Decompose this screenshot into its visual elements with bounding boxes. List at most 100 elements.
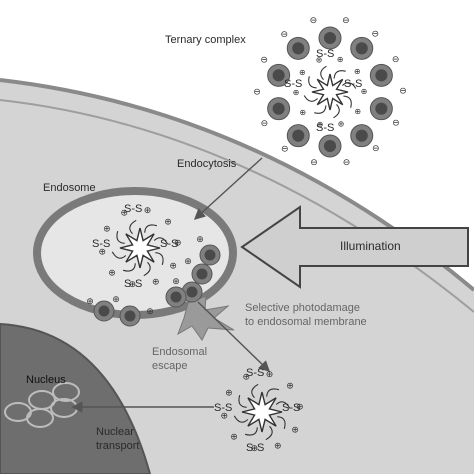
- plus-charge: ⊕: [299, 68, 306, 77]
- plus-charge: ⊕: [225, 388, 233, 398]
- illumination-arrow: [240, 205, 469, 289]
- plus-charge: ⊕: [98, 247, 106, 257]
- disulfide-label: S-S: [246, 442, 265, 454]
- minus-charge: ⊖: [260, 56, 268, 66]
- nanoparticle-core: [323, 139, 337, 153]
- disulfide-label: S-S: [92, 238, 111, 250]
- nanoparticle-core: [186, 286, 198, 298]
- polymer-strand: [265, 425, 273, 441]
- polymer-strand: [155, 252, 164, 266]
- polymer-strand: [303, 95, 318, 102]
- plus-charge: ⊕: [169, 262, 177, 272]
- polymer-strand: [308, 76, 317, 89]
- illumination-label: Illumination: [340, 239, 401, 253]
- polymer-strand: [314, 105, 327, 114]
- ternary-complex-label: Ternary complex: [165, 34, 246, 46]
- disulfide-label: S-S: [246, 367, 265, 379]
- polymer-strand: [122, 263, 136, 272]
- endosomal-escape-label-line1: Endosomal: [152, 346, 208, 358]
- disulfide-label: S-S: [316, 122, 335, 134]
- plus-charge: ⊕: [164, 217, 172, 227]
- nanoparticle-core: [196, 268, 208, 280]
- nanoparticle-core: [292, 42, 305, 55]
- plus-charge: ⊕: [184, 257, 192, 267]
- polymer-strand: [277, 416, 286, 430]
- polymer-strand: [129, 219, 137, 235]
- selective-photodamage-label-line2: to endosomal membrane: [245, 316, 367, 328]
- plus-charge: ⊕: [316, 55, 323, 64]
- disulfide-label: S-S: [124, 203, 143, 215]
- dna-chain: [4, 382, 80, 428]
- plus-charge: ⊕: [146, 307, 154, 317]
- plus-charge: ⊕: [242, 372, 250, 382]
- minus-charge: ⊖: [310, 158, 318, 168]
- minus-charge: ⊖: [280, 30, 288, 40]
- polymer-strand: [333, 104, 340, 119]
- plus-charge: ⊕: [108, 269, 116, 279]
- polymer-strand: [233, 415, 249, 423]
- polymer-strand: [153, 237, 169, 245]
- minus-charge: ⊖: [392, 55, 400, 65]
- endocytosis-arrow: [193, 157, 263, 220]
- nanoparticle-core: [98, 305, 110, 317]
- minus-charge: ⊖: [372, 144, 380, 154]
- disulfide-label: S-S: [160, 238, 179, 250]
- disulfide-label: S-S: [124, 278, 143, 290]
- minus-charge: ⊖: [399, 87, 407, 97]
- nuclear-transport-label-line2: transport: [96, 440, 140, 452]
- minus-charge: ⊖: [371, 30, 379, 40]
- plus-charge: ⊕: [296, 403, 304, 413]
- endocytosis-label: Endocytosis: [177, 158, 237, 170]
- plus-charge: ⊕: [172, 277, 180, 287]
- nuclear-transport-label-line1: Nuclear: [96, 426, 134, 438]
- plus-charge: ⊕: [220, 411, 228, 421]
- endosome-label: Endosome: [43, 182, 96, 194]
- plus-charge: ⊕: [144, 206, 152, 216]
- escaped-complex: ⊕⊕⊕⊕⊕⊕⊕⊕⊕⊕: [220, 370, 303, 454]
- plus-charge: ⊕: [86, 297, 94, 307]
- nanoparticle-core: [375, 102, 388, 115]
- polymer-strand: [342, 82, 357, 89]
- nanoparticle-core: [292, 129, 305, 142]
- polymer-core: [311, 73, 349, 111]
- cell-cytoplasm: [0, 80, 474, 474]
- minus-charge: ⊖: [343, 158, 351, 168]
- disulfide-label: S-S: [282, 402, 301, 414]
- polymer-strand: [116, 230, 125, 244]
- polymer-strand: [144, 224, 158, 233]
- polymer-strand: [275, 401, 291, 409]
- nanoparticle-core: [124, 310, 136, 322]
- plus-charge: ⊕: [230, 433, 238, 443]
- plus-charge: ⊕: [299, 108, 306, 117]
- endosome-complex: ⊕⊕⊕⊕⊕⊕⊕⊕⊕⊕: [98, 206, 181, 290]
- plus-charge: ⊕: [129, 280, 137, 290]
- plus-charge: ⊕: [291, 426, 299, 436]
- plus-charge: ⊕: [354, 107, 361, 116]
- plus-charge: ⊕: [354, 67, 361, 76]
- bound-particles: ⊕ ⊕ ⊕ ⊕ ⊕ ⊕: [86, 235, 221, 327]
- nanoparticle-core: [355, 129, 368, 142]
- selective-photodamage-label-line1: Selective photodamage: [245, 302, 360, 314]
- minus-charge: ⊖: [342, 16, 350, 26]
- disulfide-label: S-S: [344, 78, 363, 90]
- plus-charge: ⊕: [112, 295, 120, 305]
- polymer-core: [119, 227, 161, 269]
- endosomal-escape-arrow: [197, 301, 271, 372]
- disulfide-label: S-S: [316, 48, 335, 60]
- nucleus-label: Nucleus: [26, 374, 66, 386]
- endosomal-escape-label-line2: escape: [152, 360, 188, 372]
- disulfide-label: S-S: [284, 78, 303, 90]
- minus-charge: ⊖: [261, 119, 269, 129]
- minus-charge: ⊖: [281, 144, 289, 154]
- polymer-strand: [111, 251, 127, 259]
- photodamage-burst: [177, 295, 235, 341]
- plus-charge: ⊕: [274, 442, 282, 452]
- plus-charge: ⊕: [152, 278, 160, 288]
- nanoparticle-core: [323, 31, 337, 45]
- polymer-strand: [266, 388, 280, 397]
- polymer-strand: [143, 261, 151, 277]
- disulfide-label: S-S: [214, 402, 233, 414]
- dna-link: [26, 408, 54, 428]
- plus-charge: ⊕: [337, 55, 344, 64]
